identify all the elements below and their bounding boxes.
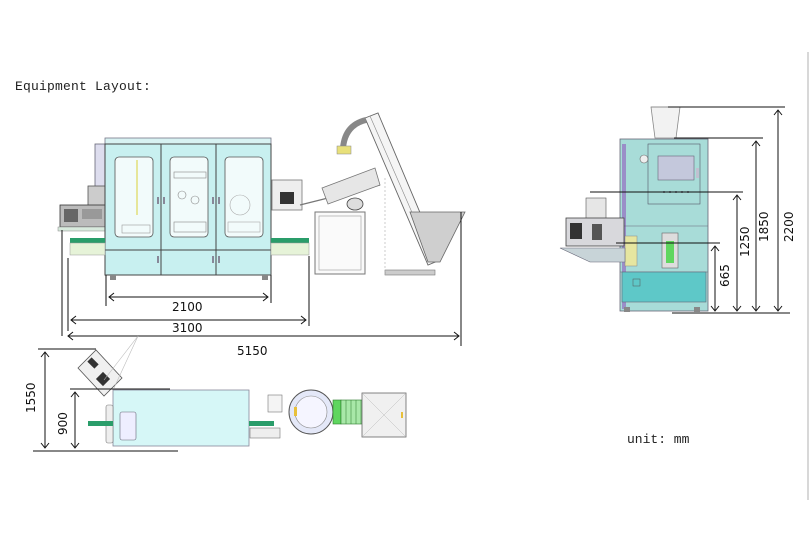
front-dimensions	[61, 212, 462, 346]
labeler-left	[57, 143, 107, 232]
unit-label: unit: mm	[627, 432, 690, 447]
page-title: Equipment Layout:	[15, 79, 152, 94]
dimension-1250: 1250	[738, 226, 752, 257]
dimension-5150: 5150	[237, 344, 268, 358]
main-cabinet	[104, 137, 272, 280]
top-dimensions	[33, 348, 178, 452]
top-cap-sorter	[288, 389, 407, 438]
cap-elevator	[336, 112, 466, 276]
side-dimensions	[590, 106, 790, 314]
dimension-3100: 3100	[172, 321, 203, 335]
side-cabinet	[619, 138, 709, 312]
dimension-2100: 2100	[172, 300, 203, 314]
top-labeler	[77, 335, 139, 397]
capper-unit	[271, 167, 381, 275]
conveyor	[69, 238, 310, 256]
side-hopper	[650, 106, 681, 139]
page-border	[807, 52, 809, 500]
dimension-2200: 2200	[782, 211, 796, 242]
side-labeler	[559, 197, 626, 263]
dimension-665: 665	[718, 264, 732, 287]
top-main-body	[88, 389, 283, 447]
dimension-1850: 1850	[757, 211, 771, 242]
